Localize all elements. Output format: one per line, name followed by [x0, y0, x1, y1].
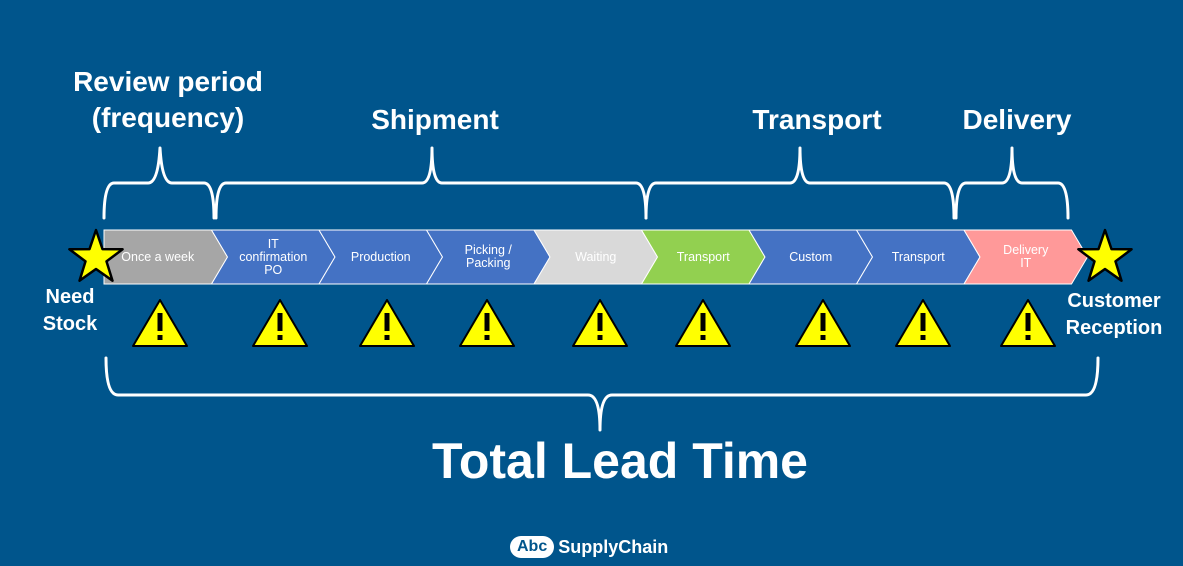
- phase-header-shipment: Shipment: [371, 104, 499, 135]
- phase-header-review: Review period (frequency): [48, 64, 288, 136]
- phase-header-transport: Transport: [752, 104, 882, 135]
- brace-icon: [214, 146, 648, 220]
- process-step-label: Transport: [891, 249, 945, 264]
- process-step-label: Delivery IT: [1003, 243, 1049, 270]
- process-step-label: Transport: [676, 249, 730, 264]
- process-step-label: Production: [350, 249, 411, 264]
- warning-icon: [895, 299, 951, 347]
- total-lead-time-label: Total Lead Time: [431, 433, 808, 489]
- process-step-label: Picking / Packing: [464, 243, 512, 270]
- warning-icon: [1000, 299, 1056, 347]
- logo-text: SupplyChain: [558, 536, 669, 557]
- end-label-line2: Reception: [1065, 317, 1163, 339]
- warning-icon: [795, 299, 851, 347]
- start-label-line1: Need: [45, 286, 95, 308]
- process-step-chevron: [963, 229, 1089, 285]
- logo-badge: Abc: [510, 536, 555, 558]
- start-label-line2: Stock: [42, 313, 98, 335]
- warning-icon: [132, 299, 188, 347]
- brace-icon: [954, 146, 1070, 220]
- start-label: Need Stock: [30, 284, 110, 338]
- warning-icon: [459, 299, 515, 347]
- process-step-label: Waiting: [575, 249, 617, 264]
- abc-supplychain-logo: Abc SupplyChain: [510, 536, 668, 558]
- end-label: Customer Reception: [1058, 288, 1170, 342]
- star-icon: [68, 228, 124, 282]
- phase-header-delivery: Delivery: [962, 104, 1072, 135]
- brace-icon: [644, 146, 956, 220]
- process-step-label: Custom: [789, 249, 833, 264]
- brace-icon: [104, 356, 1100, 432]
- warning-icon: [252, 299, 308, 347]
- brace-icon: [102, 146, 216, 220]
- warning-icon: [359, 299, 415, 347]
- phase-header-review-line1: Review period: [73, 66, 263, 97]
- process-step-label: Once a week: [121, 249, 195, 264]
- end-label-line1: Customer: [1067, 290, 1161, 312]
- process-step-label: IT confirmation PO: [239, 236, 308, 277]
- warning-icon: [572, 299, 628, 347]
- phase-header-review-line2: (frequency): [91, 102, 245, 133]
- warning-icon: [675, 299, 731, 347]
- star-icon: [1077, 228, 1133, 282]
